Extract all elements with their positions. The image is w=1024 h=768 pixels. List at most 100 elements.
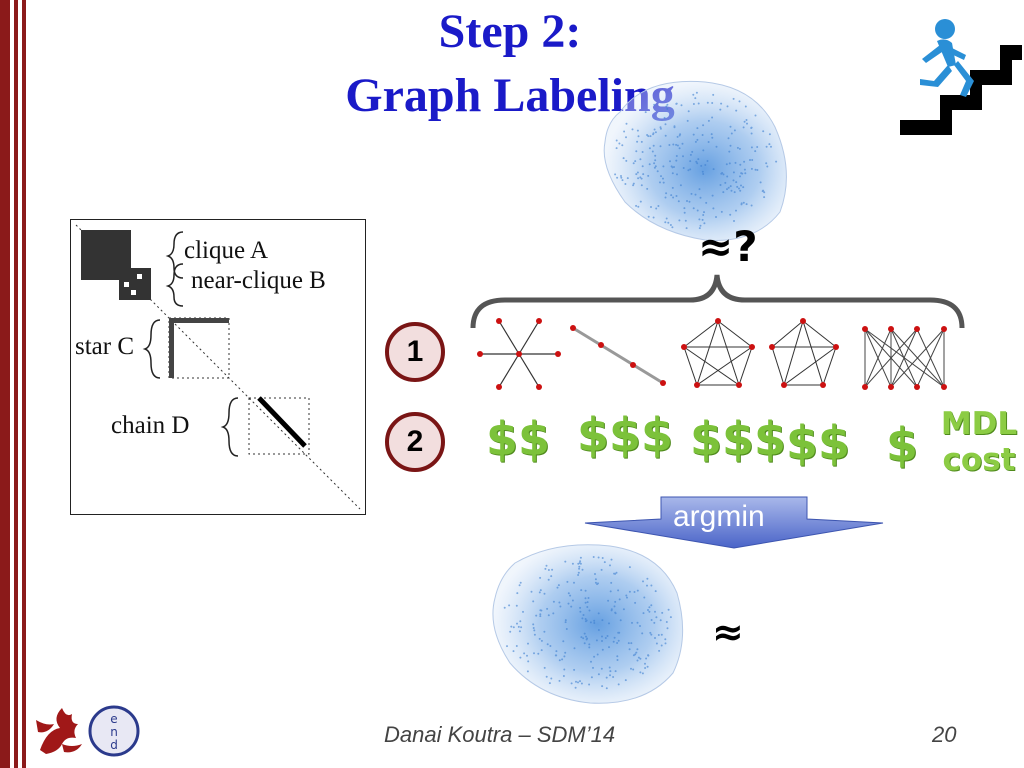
graph-node-dot [555, 654, 558, 657]
graph-node-dot [751, 159, 754, 161]
graph-node-dot [676, 173, 678, 176]
graph-node-dot [533, 629, 536, 632]
graph-node-dot [532, 627, 535, 629]
graph-node-dot [584, 597, 587, 600]
graph-node-dot [640, 140, 643, 143]
graph-node-dot [567, 602, 570, 605]
graph-node-dot [612, 676, 615, 678]
graph-node-dot [543, 592, 546, 595]
graph-node-dot [654, 165, 657, 168]
graph-node-dot [733, 220, 735, 222]
graph-node-dot [506, 645, 508, 648]
graph-node-dot [519, 620, 522, 623]
graph-node-dot [586, 601, 589, 604]
graph-node-dot [565, 628, 568, 630]
graph-node-dot [727, 186, 730, 189]
graph-node-dot [749, 159, 751, 161]
graph-node-dot [652, 133, 655, 136]
chain-structure-icon [570, 325, 666, 386]
svg-text:e: e [110, 712, 117, 726]
graph-node-dot [683, 211, 686, 214]
graph-node-dot [577, 571, 580, 574]
approx-symbol: ≈ [712, 610, 744, 654]
graph-node-dot [601, 648, 604, 651]
graph-node-dot [735, 109, 738, 112]
graph-node-dot [738, 100, 741, 103]
graph-node-dot [690, 192, 693, 195]
graph-node-dot [601, 619, 604, 622]
graph-node-dot [655, 616, 658, 619]
graph-node-dot [670, 194, 673, 197]
graph-node-dot [626, 596, 628, 599]
graph-node-dot [592, 556, 595, 558]
graph-node-dot [701, 134, 704, 136]
graph-node-dot [614, 611, 617, 614]
graph-node-dot [552, 600, 555, 603]
graph-node-dot [609, 590, 612, 593]
graph-node-dot [659, 126, 662, 129]
graph-node-dot [573, 647, 576, 650]
graph-node-dot [615, 139, 618, 142]
graph-node-dot [641, 165, 644, 168]
graph-node-dot [729, 125, 732, 128]
graph-node-dot [671, 166, 674, 169]
graph-node-dot [526, 654, 528, 657]
graph-node-dot [580, 589, 583, 592]
graph-node-dot [617, 589, 620, 592]
graph-node-dot [646, 134, 649, 136]
graph-node-dot [689, 160, 692, 163]
graph-node-dot [649, 135, 652, 138]
graph-node-dot [605, 687, 608, 690]
graph-node-dot [739, 163, 742, 166]
graph-node-dot [768, 133, 771, 136]
graph-node-dot [614, 173, 617, 176]
graph-node-dot [584, 601, 587, 604]
graph-node-dot [626, 177, 629, 180]
graph-node-dot [646, 665, 649, 668]
graph-node-dot [675, 155, 678, 157]
cost-near-clique: $$ [786, 416, 851, 470]
graph-node-dot [564, 621, 567, 624]
mdl-line-1: MDL [940, 406, 1018, 442]
graph-node-dot [685, 227, 688, 230]
graph-node-dot [628, 648, 631, 651]
graph-node-dot [650, 604, 653, 607]
graph-node-dot [692, 103, 695, 105]
graph-node-dot [590, 660, 592, 663]
graph-node-dot [739, 175, 741, 178]
graph-node-dot [750, 146, 753, 149]
graph-node-dot [679, 133, 682, 136]
title-line-1: Step 2: [438, 5, 582, 58]
graph-node-dot [540, 639, 543, 642]
graph-node-dot [648, 606, 651, 609]
graph-node-dot [672, 143, 675, 146]
graph-node-dot [518, 630, 521, 633]
graph-node-dot [622, 608, 625, 611]
graph-node-dot [671, 226, 674, 229]
graph-node-dot [694, 193, 697, 196]
graph-node-dot [579, 610, 582, 613]
graph-node-dot [597, 629, 600, 631]
graph-node-dot [691, 150, 694, 153]
graph-node-dot [585, 635, 587, 638]
graph-node-dot [613, 605, 616, 608]
graph-node-dot [765, 145, 768, 148]
graph-node-dot [682, 155, 684, 158]
graph-node-dot [676, 144, 679, 147]
graph-node-dot [732, 179, 735, 182]
graph-node-dot [664, 642, 667, 645]
graph-node-dot [614, 572, 617, 575]
graph-node-dot [559, 605, 562, 608]
graph-node-dot [663, 116, 666, 119]
graph-node-dot [715, 216, 717, 218]
svg-text:n: n [110, 725, 118, 739]
cost-clique: $$$ [690, 412, 787, 466]
graph-node-dot [660, 644, 663, 647]
graph-node-dot [707, 119, 710, 122]
graph-node-dot [662, 177, 664, 180]
graph-node-dot [632, 162, 635, 165]
graph-node-dot [639, 176, 642, 179]
graph-node-dot [736, 185, 739, 188]
graph-node-dot [573, 668, 576, 671]
graph-node-dot [647, 609, 649, 611]
